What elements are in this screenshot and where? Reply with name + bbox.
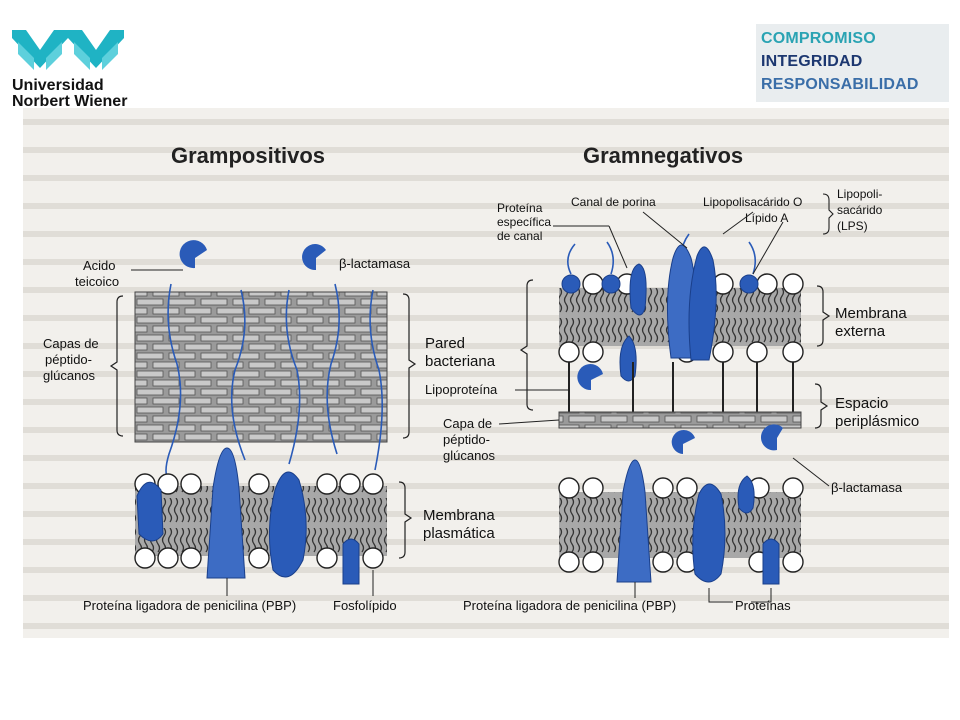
- label-proteina-1: Proteína: [497, 201, 543, 215]
- inner-protein-3: [762, 538, 780, 585]
- lipid-a-heads: [561, 274, 759, 294]
- membrane-protein-pos-2: [268, 471, 307, 578]
- university-name-line1: Universidad: [12, 77, 104, 94]
- pbp-protein-neg: [616, 459, 652, 583]
- label-beta-lactamasa-neg: β-lactamasa: [831, 480, 903, 495]
- label-pared-1: Pared: [425, 335, 465, 352]
- label-proteina-2: específica: [497, 215, 551, 229]
- beta-lactamase-periplasm-2: [671, 430, 695, 454]
- cell-wall-figure: Grampositivos Acido teicoico β-lactamasa…: [23, 108, 949, 638]
- porin-channel-2: [688, 246, 717, 361]
- phospholipid-heads-pos: [134, 473, 384, 569]
- membrane-protein-pos-1: [136, 481, 164, 542]
- inner-membrane: [559, 492, 801, 558]
- lipoproteins: [568, 362, 794, 412]
- brace-membrana-externa: [816, 285, 831, 347]
- motto-line-1: COMPROMISO: [761, 30, 876, 47]
- label-espacio-1: Espacio: [835, 395, 888, 412]
- label-capa-1: Capa de: [443, 416, 492, 431]
- leader-beta-lactamasa-neg: [792, 457, 830, 487]
- inner-membrane-heads: [558, 477, 804, 573]
- label-pbp-pos: Proteína ligadora de penicilina (PBP): [83, 598, 296, 613]
- label-canal-porina: Canal de porina: [571, 195, 656, 209]
- motto-box: COMPROMISO INTEGRIDAD RESPONSABILIDAD: [756, 24, 949, 102]
- pbp-protein-pos: [206, 447, 246, 579]
- label-lipoproteina: Lipoproteína: [425, 382, 498, 397]
- cell-wall-diagram: Grampositivos Acido teicoico β-lactamasa…: [23, 108, 949, 638]
- label-lipopolisacarido-o: Lipopolisacárido O: [703, 195, 802, 209]
- label-acido-1: Acido: [83, 258, 116, 273]
- label-fosfolipido: Fosfolípido: [333, 598, 397, 613]
- inner-protein-2: [737, 475, 755, 514]
- label-lps-2: sacárido: [837, 203, 883, 217]
- label-lipido-a: Lípido A: [745, 211, 788, 225]
- brace-pared-neg: [519, 279, 534, 411]
- label-capa-2: péptido-: [443, 432, 490, 447]
- peptidoglycan-layers-pos: [134, 291, 388, 443]
- label-beta-lactamasa-pos: β-lactamasa: [339, 256, 411, 271]
- brace-capas: [109, 295, 124, 437]
- label-lps-3: (LPS): [837, 219, 868, 233]
- label-capa-3: glúcanos: [443, 448, 496, 463]
- leader-proteinas: [708, 588, 772, 603]
- label-pbp-neg: Proteína ligadora de penicilina (PBP): [463, 598, 676, 613]
- label-proteina-3: de canal: [497, 229, 542, 243]
- brace-membrana-plasmatica: [398, 481, 413, 559]
- brace-pared: [402, 293, 417, 439]
- beta-lactamase-icon-pos-1: [179, 240, 207, 269]
- gram-positive-title: Grampositivos: [171, 143, 325, 168]
- label-membrana-ext-1: Membrana: [835, 305, 907, 322]
- gram-negative-title: Gramnegativos: [583, 143, 743, 168]
- inner-protein-1: [692, 483, 726, 583]
- beta-lactamase-icon-pos-2: [302, 244, 326, 271]
- leader-capa: [498, 419, 560, 425]
- brace-espacio: [814, 383, 829, 429]
- label-capas-2: péptido-: [45, 352, 92, 367]
- motto-line-2: INTEGRIDAD: [761, 53, 863, 70]
- peptidoglycan-layer-neg: [558, 411, 802, 429]
- brace-lps: [822, 193, 834, 235]
- label-capas-3: glúcanos: [43, 368, 96, 383]
- label-capas-1: Capas de: [43, 336, 99, 351]
- leaders-neg: [553, 211, 784, 275]
- label-acido-2: teicoico: [75, 274, 119, 289]
- membrane-protein-pos-3: [342, 538, 360, 585]
- motto-line-3: RESPONSABILIDAD: [761, 76, 919, 93]
- label-pared-2: bacteriana: [425, 353, 496, 370]
- university-logo: Universidad Norbert Wiener: [10, 28, 160, 110]
- book-logo-icon: [12, 30, 124, 70]
- label-membrana-1: Membrana: [423, 507, 495, 524]
- beta-lactamase-periplasm-3: [760, 424, 783, 451]
- beta-lactamase-periplasm-1: [577, 364, 603, 391]
- teichoic-acid-strands: [165, 283, 383, 481]
- university-name-line2: Norbert Wiener: [12, 93, 128, 110]
- label-membrana-ext-2: externa: [835, 323, 886, 340]
- label-lps-1: Lipopoli-: [837, 187, 882, 201]
- label-espacio-2: periplásmico: [835, 413, 919, 430]
- label-proteinas: Proteínas: [735, 598, 791, 613]
- label-membrana-2: plasmática: [423, 525, 495, 542]
- channel-protein: [629, 263, 647, 316]
